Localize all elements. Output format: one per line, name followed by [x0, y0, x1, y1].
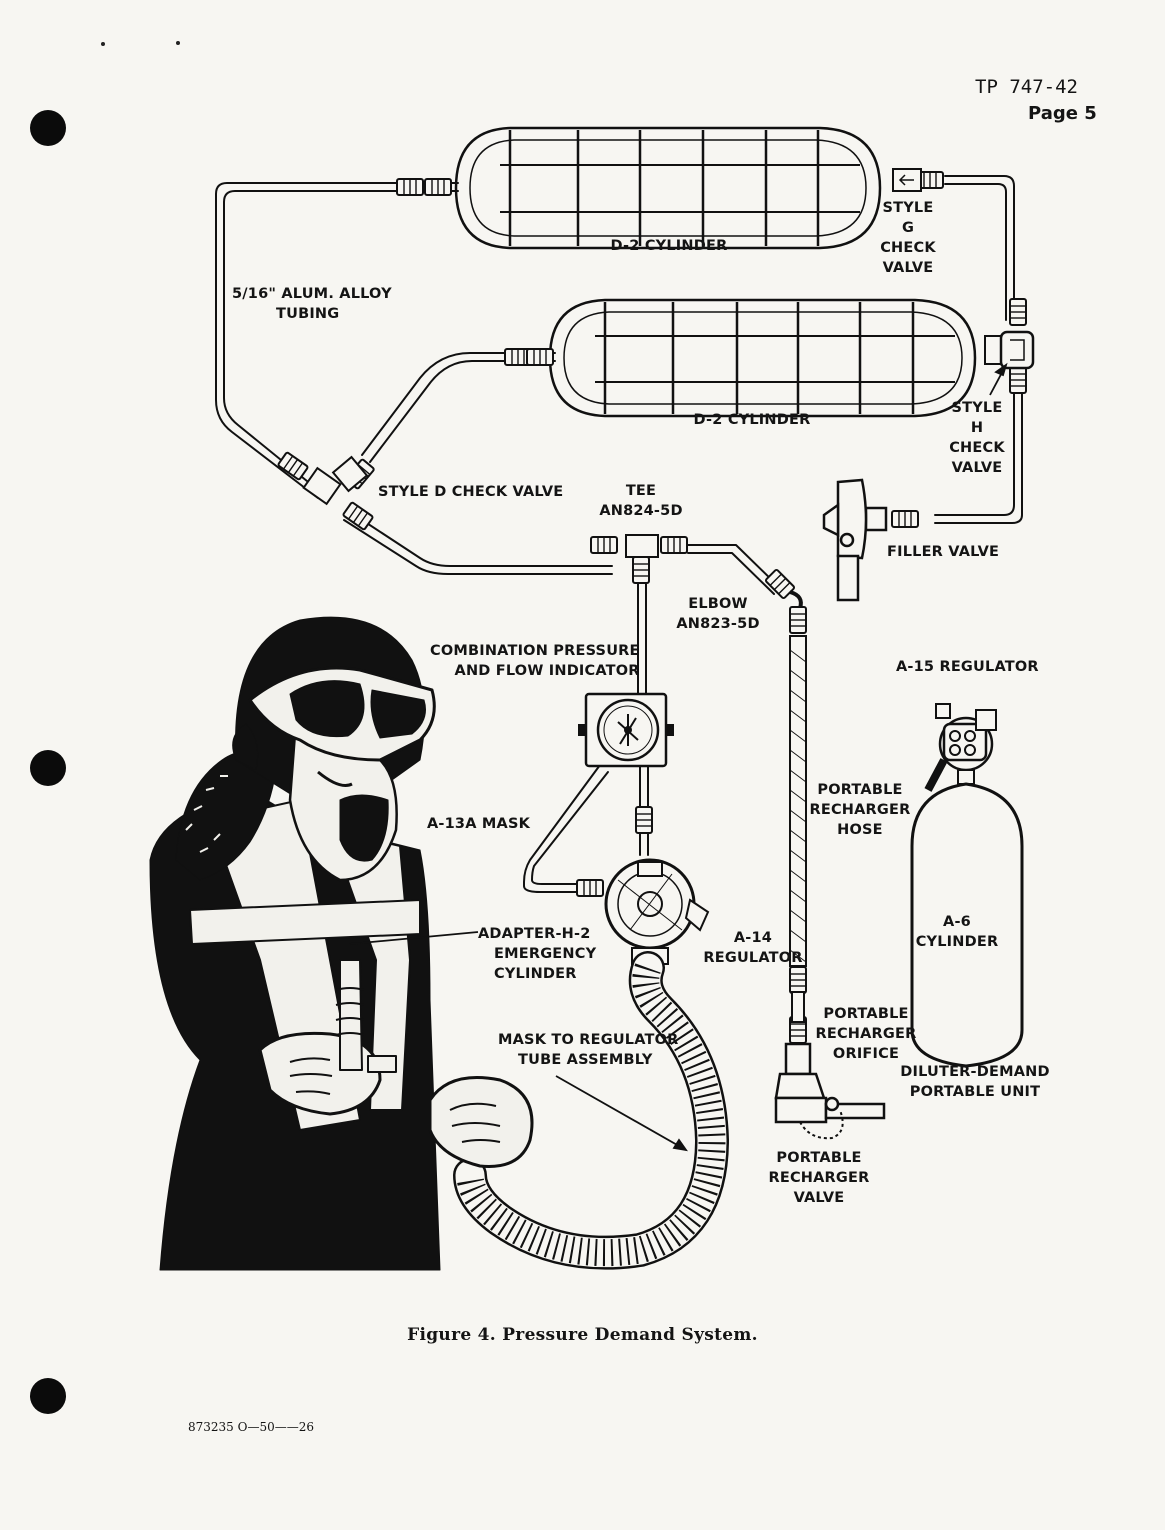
leader-mask-tube — [555, 1075, 687, 1151]
filler-valve — [822, 478, 920, 602]
label-recharger-hose: PORTABLE RECHARGER HOSE — [809, 780, 910, 840]
label-line: PORTABLE — [823, 1006, 909, 1022]
label-line: TUBE ASSEMBLY — [518, 1052, 653, 1068]
label-line: MASK TO REGULATOR — [498, 1032, 679, 1048]
label-line: TEE — [625, 483, 657, 499]
print-code: 873235 O—50——26 — [188, 1420, 314, 1434]
elbow-fitting — [764, 568, 807, 634]
label-line: VALVE — [951, 460, 1003, 476]
d2-cylinder-top — [454, 126, 882, 250]
label-style-d-check-valve: STYLE D CHECK VALVE — [378, 484, 564, 500]
label-elbow: ELBOW AN823-5D — [676, 594, 759, 634]
speck — [176, 41, 180, 45]
label-line: VALVE — [882, 260, 934, 276]
pilot-figure — [149, 616, 534, 1271]
label-line: CYLINDER — [494, 966, 577, 982]
label-line: PORTABLE UNIT — [909, 1084, 1041, 1100]
label-combination-indicator: COMBINATION PRESSURE AND FLOW INDICATOR — [430, 641, 640, 681]
a14-regulator — [604, 858, 710, 965]
label-line: AN824-5D — [599, 503, 683, 519]
binder-hole-bottom — [30, 1378, 66, 1414]
label-line: PORTABLE — [776, 1150, 862, 1166]
binder-hole-middle — [30, 750, 66, 786]
label-line: ADAPTER-H-2 — [478, 926, 591, 942]
speck — [101, 42, 105, 46]
label-line: EMERGENCY — [494, 946, 597, 962]
label-line: STYLE — [951, 400, 1003, 416]
mask-to-regulator-tube — [453, 951, 730, 1270]
label-line: TUBING — [276, 306, 340, 322]
label-line: VALVE — [793, 1190, 845, 1206]
label-filler-valve: FILLER VALVE — [887, 544, 1000, 560]
style-g-check-valve — [892, 168, 922, 192]
label-line: CHECK — [949, 440, 1005, 456]
label-line: AND FLOW INDICATOR — [454, 663, 640, 679]
tee-fitting — [590, 534, 688, 584]
a6-cylinder — [910, 782, 1024, 1068]
leader-adapter — [349, 931, 479, 945]
label-line: CYLINDER — [915, 934, 999, 950]
label-mask-to-regulator-tube: MASK TO REGULATOR TUBE ASSEMBLY — [498, 1030, 679, 1070]
page-number: Page 5 — [1028, 103, 1097, 124]
label-line: PORTABLE — [817, 782, 903, 798]
label-line: STYLE — [882, 200, 934, 216]
label-tee: TEE AN824-5D — [599, 481, 682, 521]
label-line: ELBOW — [688, 596, 748, 612]
label-adapter-emergency-cylinder: ADAPTER-H-2 EMERGENCY CYLINDER — [478, 924, 596, 984]
label-line: A-14 — [733, 930, 773, 946]
label-line: RECHARGER — [768, 1170, 870, 1186]
label-style-h-check-valve: STYLE H CHECK VALVE — [949, 398, 1005, 478]
style-h-check-valve — [984, 330, 1035, 370]
style-d-check-valve — [276, 450, 376, 532]
label-line: RECHARGER — [809, 802, 911, 818]
label-line: HOSE — [837, 822, 883, 838]
label-line: CHECK — [880, 240, 936, 256]
a15-regulator — [924, 703, 997, 792]
combination-pressure-flow-indicator — [578, 692, 674, 768]
d2-cylinder-bottom — [548, 298, 977, 418]
label-a15-regulator: A-15 REGULATOR — [896, 659, 1039, 675]
portable-recharger-hose — [789, 635, 807, 1044]
label-d2-cylinder-bottom: D-2 CYLINDER — [693, 412, 811, 428]
label-tubing: 5/16" ALUM. ALLOY TUBING — [232, 284, 392, 324]
label-line: RECHARGER — [815, 1026, 917, 1042]
label-line: ORIFICE — [832, 1046, 900, 1062]
label-line: COMBINATION PRESSURE — [430, 643, 640, 659]
label-recharger-valve: PORTABLE RECHARGER VALVE — [768, 1148, 869, 1208]
label-line: A-6 — [943, 914, 971, 930]
label-style-g-check-valve: STYLE G CHECK VALVE — [880, 198, 936, 278]
portable-recharger-valve — [774, 1042, 886, 1140]
label-line: H — [970, 420, 984, 436]
label-d2-cylinder-top: D-2 CYLINDER — [610, 238, 728, 254]
label-line: 5/16" ALUM. ALLOY — [232, 286, 392, 302]
label-a13a-mask: A-13A MASK — [427, 816, 531, 832]
label-diluter-demand-unit: DILUTER-DEMAND PORTABLE UNIT — [900, 1062, 1049, 1102]
figure-caption: Figure 4. Pressure Demand System. — [407, 1325, 758, 1345]
label-a6-cylinder: A-6 CYLINDER — [916, 912, 999, 952]
label-line: G — [901, 220, 915, 236]
label-line: REGULATOR — [703, 950, 803, 966]
label-a14-regulator: A-14 REGULATOR — [703, 928, 802, 968]
binder-hole-top — [30, 110, 66, 146]
label-line: DILUTER-DEMAND — [900, 1064, 1050, 1080]
label-line: AN823-5D — [676, 616, 760, 632]
document-id: TP 747-42 — [975, 76, 1078, 98]
label-recharger-orifice: PORTABLE RECHARGER ORIFICE — [815, 1004, 916, 1064]
